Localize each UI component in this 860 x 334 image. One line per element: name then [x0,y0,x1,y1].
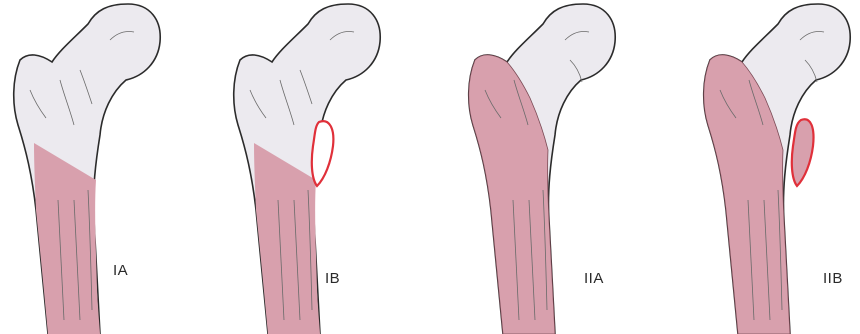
femur-drawing-ia [0,0,215,334]
panel-label: IA [113,262,128,279]
femur-drawing-ib [215,0,430,334]
panel-label: IB [325,270,340,287]
lesser-trochanter-outline [792,119,814,186]
panel-label: IIA [584,270,604,287]
panel-ia: IA [0,0,215,334]
panel-ib: IB [215,0,430,334]
panel-iia: IIA [430,0,645,334]
panel-iib: IIB [645,0,860,334]
lesser-trochanter-outline [312,121,334,186]
femur-drawing-iia [430,0,645,334]
panel-label: IIB [823,270,843,287]
